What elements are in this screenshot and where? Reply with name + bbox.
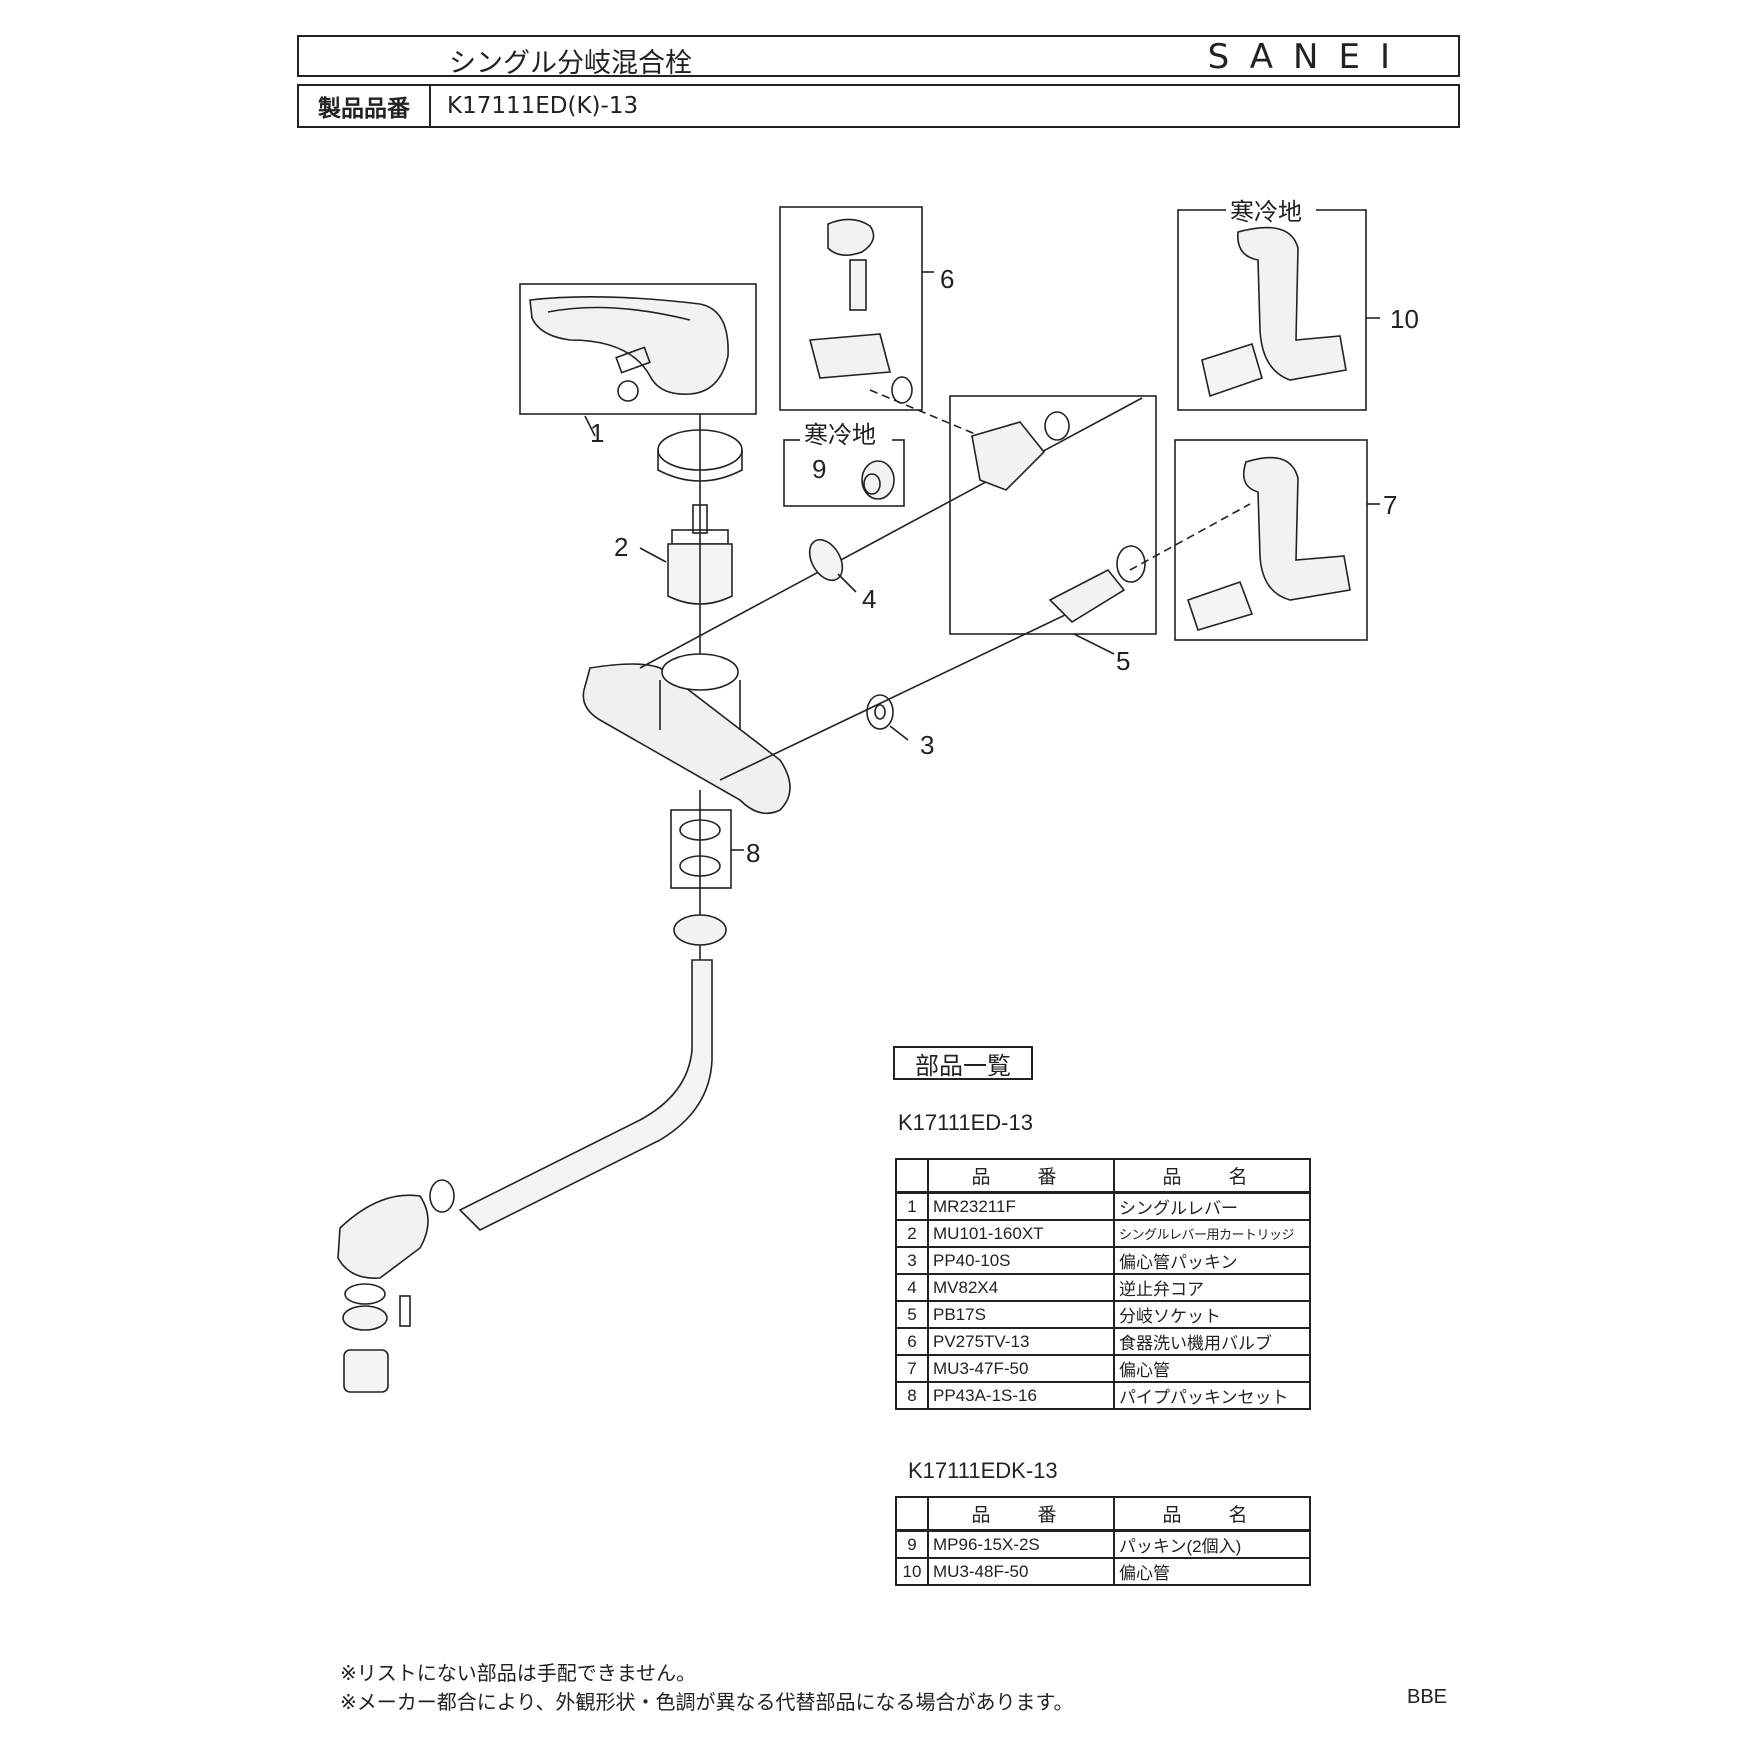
spout-head (337, 1194, 429, 1279)
branch-socket-lower (1048, 568, 1126, 624)
callout-3: 3 (920, 730, 934, 760)
col-code: 品 番 (927, 1158, 1115, 1194)
lever-shape (529, 296, 729, 395)
col-name: 品 名 (1113, 1158, 1311, 1194)
col-code: 品 番 (927, 1496, 1115, 1532)
brand-logo: SANEI (1207, 37, 1410, 77)
eccentric-pipe-7 (1242, 456, 1351, 601)
eccentric-pipe-10 (1237, 226, 1347, 381)
valve-handle (827, 218, 875, 256)
callout-8: 8 (746, 838, 760, 868)
lever-screw (615, 346, 651, 374)
part-1-box (519, 283, 757, 415)
cold-region-label-10: 寒冷地 (1230, 198, 1302, 226)
callout-1: 1 (590, 418, 604, 448)
document-code: BBE (1407, 1686, 1448, 1708)
header-part-number-row: 製品品番 K17111ED(K)-13 (297, 84, 1460, 128)
aerator (343, 1349, 389, 1393)
valve-body (808, 333, 892, 379)
header-title-row: シングル分岐混合栓 SANEI (297, 35, 1460, 79)
callout-5: 5 (1116, 646, 1130, 676)
packing-ring (866, 694, 894, 730)
cold-region-label-9: 寒冷地 (804, 421, 876, 449)
part-8-box (670, 809, 732, 889)
lever-screw-head (617, 380, 639, 402)
check-valve (808, 538, 844, 582)
spout-pipe (458, 959, 713, 1231)
callout-10: 10 (1390, 304, 1419, 334)
pin (399, 1295, 411, 1327)
part-7-box (1174, 439, 1368, 641)
model-label-b: K17111EDK-13 (908, 1458, 1058, 1483)
part-number-label: 製品品番 (299, 86, 431, 126)
branch-socket (971, 421, 1046, 491)
part-6-box (779, 206, 923, 411)
callout-6: 6 (940, 264, 954, 294)
note-1: ※リストにない部品は手配できません。 (340, 1661, 697, 1685)
callout-4: 4 (862, 584, 876, 614)
part-number-value: K17111ED(K)-13 (447, 93, 639, 119)
col-no (895, 1496, 929, 1532)
callout-9: 9 (812, 454, 826, 484)
packing-9 (861, 460, 895, 500)
document-title: シングル分岐混合栓 (449, 48, 692, 79)
col-no (895, 1158, 929, 1194)
col-name: 品 名 (1113, 1496, 1311, 1532)
part-5-box (949, 395, 1157, 635)
pipe-nut (673, 914, 727, 946)
parts-list-title: 部品一覧 (893, 1046, 1033, 1080)
note-2: ※メーカー都合により、外観形状・色調が異なる代替部品になる場合があります。 (340, 1690, 1074, 1714)
callout-7: 7 (1383, 490, 1397, 520)
o-ring (429, 1179, 455, 1213)
model-label-a: K17111ED-13 (898, 1110, 1033, 1135)
callout-2: 2 (614, 532, 628, 562)
